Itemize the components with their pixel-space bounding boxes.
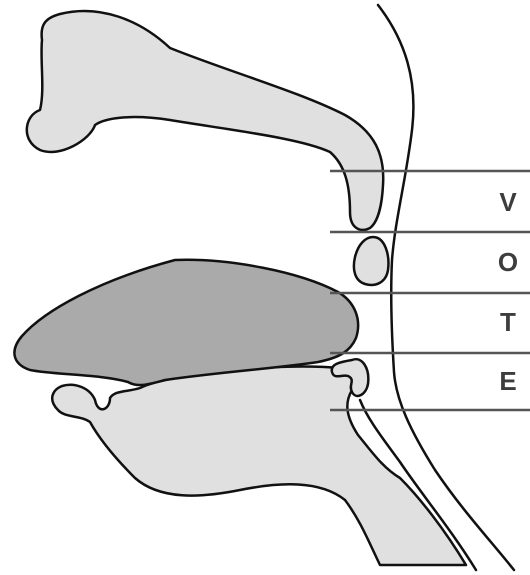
tonsil-shape [354,237,389,285]
level-label-t: T [500,307,516,337]
level-label-e: E [499,366,516,396]
level-label-o: O [498,247,518,277]
level-label-v: V [499,187,517,217]
palate-shape [27,11,383,230]
